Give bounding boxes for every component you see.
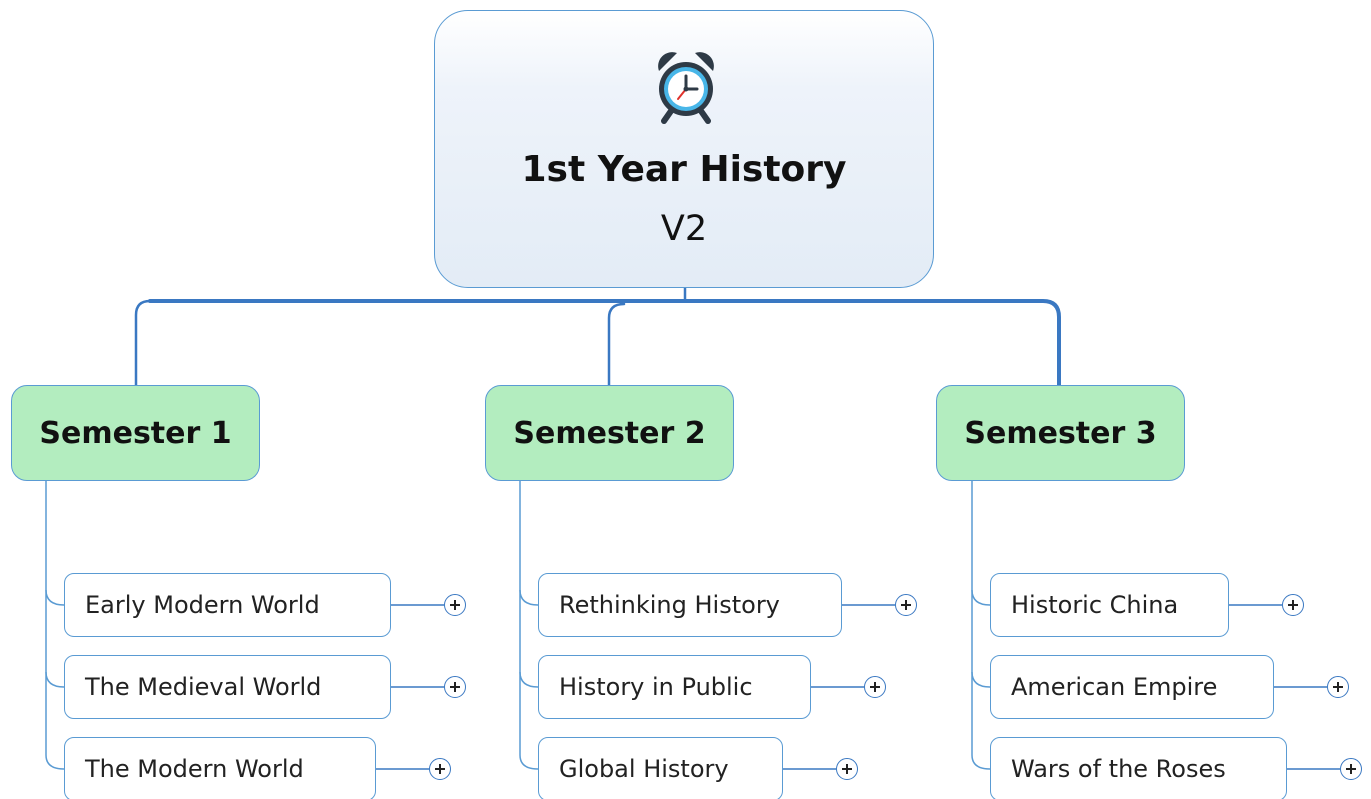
semester-2-spine (519, 481, 539, 770)
topic-early-modern-world[interactable]: Early Modern World (64, 573, 391, 637)
root-bus-connector (148, 299, 1061, 387)
expand-plus-icon[interactable] (1327, 676, 1349, 698)
alarm-clock-icon (658, 52, 714, 124)
topic-global-history[interactable]: Global History (538, 737, 783, 799)
branch-connector (45, 671, 65, 688)
branch-connector (971, 671, 991, 688)
branch-connector (971, 589, 991, 606)
semester-2-node[interactable]: Semester 2 (485, 385, 734, 481)
semester-1-spine (45, 481, 65, 770)
branch-connector (519, 589, 539, 606)
expand-plus-icon[interactable] (429, 758, 451, 780)
branch-connector (519, 671, 539, 688)
topic-the-medieval-world[interactable]: The Medieval World (64, 655, 391, 719)
semester-3-node[interactable]: Semester 3 (936, 385, 1185, 481)
topic-history-in-public[interactable]: History in Public (538, 655, 811, 719)
expand-plus-icon[interactable] (444, 676, 466, 698)
topic-the-modern-world[interactable]: The Modern World (64, 737, 376, 799)
expand-plus-icon[interactable] (444, 594, 466, 616)
topic-american-empire[interactable]: American Empire (990, 655, 1274, 719)
branch-connector (45, 589, 65, 606)
semester-3-spine (971, 481, 991, 770)
expand-plus-icon[interactable] (1282, 594, 1304, 616)
central-topic[interactable]: 1st Year History V2 (434, 10, 934, 288)
central-topic-subtitle: V2 (660, 209, 708, 249)
topic-historic-china[interactable]: Historic China (990, 573, 1229, 637)
central-topic-title: 1st Year History (521, 149, 847, 190)
topic-wars-of-the-roses[interactable]: Wars of the Roses (990, 737, 1287, 799)
expand-plus-icon[interactable] (895, 594, 917, 616)
expand-plus-icon[interactable] (836, 758, 858, 780)
semester-1-node[interactable]: Semester 1 (11, 385, 260, 481)
semester-1-connector (134, 299, 152, 387)
semester-2-connector (607, 302, 626, 387)
expand-plus-icon[interactable] (864, 676, 886, 698)
topic-rethinking-history[interactable]: Rethinking History (538, 573, 842, 637)
expand-plus-icon[interactable] (1340, 758, 1362, 780)
